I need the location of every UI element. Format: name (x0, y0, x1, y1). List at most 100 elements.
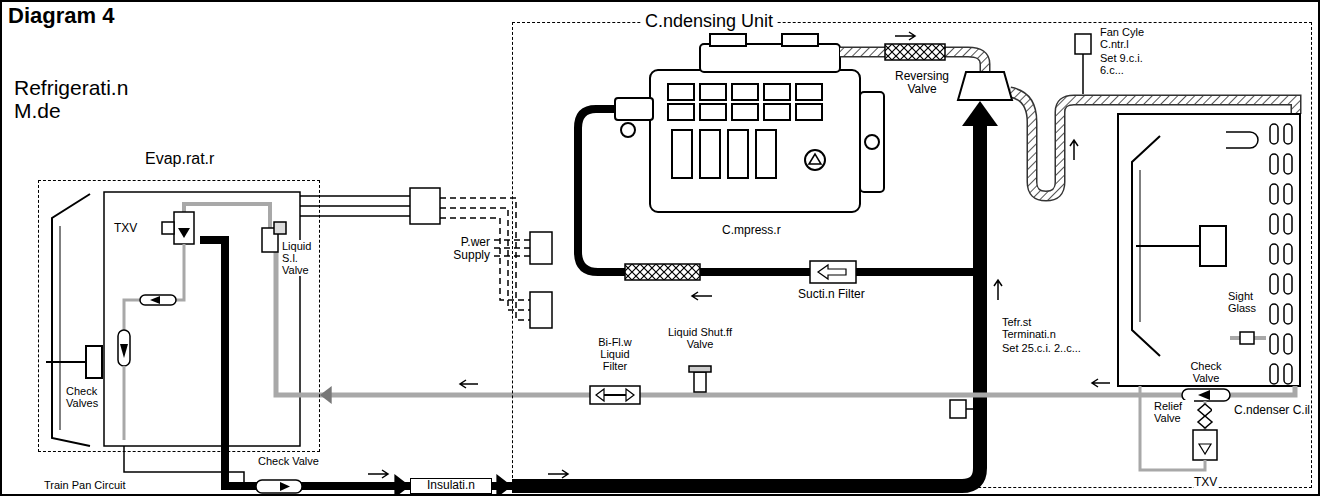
control-name: Tefr.st Terminati.n (1002, 316, 1082, 340)
condenser-drawing (1270, 274, 1278, 294)
evaporator-drawing (256, 480, 302, 493)
hot-gas-pipe (1010, 92, 1296, 196)
condenser-drawing (1270, 124, 1292, 384)
box-label: Insulati.n (427, 479, 475, 492)
compressor-drawing (764, 84, 790, 100)
evaporator-drawing (118, 330, 130, 366)
condenser-drawing (1200, 226, 1226, 266)
condenser-drawing (1270, 304, 1278, 324)
compressor-drawing (700, 104, 726, 120)
pipe-connector (492, 474, 512, 496)
part-name: C.ndenser C.il (1212, 404, 1310, 417)
compressor-drawing (796, 104, 822, 120)
compressor-drawing (782, 34, 818, 46)
condenser-drawing (1284, 214, 1292, 234)
flow-arrow (1070, 140, 1078, 160)
liquid-line (966, 408, 973, 410)
liquid-line (950, 400, 966, 418)
condenser-drawing (1284, 184, 1292, 204)
part-name: Check Valves (66, 385, 102, 409)
compressor-drawing (764, 104, 790, 120)
power-wiring (530, 232, 552, 264)
evaporator-drawing (46, 361, 86, 363)
liquid-line (1198, 404, 1212, 416)
hot-gas-pipe (1010, 92, 1296, 196)
flow-arrow (460, 380, 478, 388)
liquid-line (1140, 386, 1205, 470)
condenser-drawing (1270, 244, 1278, 264)
liquid-line (1198, 416, 1212, 428)
arrow-head (496, 474, 512, 496)
condenser-drawing (1284, 274, 1292, 294)
liquid-line (590, 386, 640, 404)
compressor-drawing (809, 154, 821, 164)
condenser-drawing (1284, 154, 1292, 174)
setting-note: Set 25.c.i. 2..c... (1002, 342, 1082, 354)
part-name: Liquid Shut.ff Valve (668, 326, 732, 350)
suction-main-pipe (962, 101, 998, 126)
compressor-drawing (621, 123, 635, 137)
condenser-drawing (1270, 364, 1278, 384)
part-name: Sight Glass (1228, 290, 1268, 314)
compressor-drawing (668, 84, 694, 100)
pipe-line (225, 452, 410, 486)
condenser-drawing (1284, 124, 1292, 144)
suction-main-pipe (810, 261, 856, 283)
evaporator-drawing (184, 204, 270, 228)
compressor-drawing (672, 130, 692, 178)
region-heading: C.ndensing Unit (641, 11, 777, 31)
flow-arrow (368, 470, 388, 478)
condenser-drawing (1270, 184, 1278, 204)
compressor-drawing (700, 44, 840, 72)
part-name: TXV (1194, 476, 1217, 489)
liquid-line (596, 389, 604, 401)
power-label: P.wer Supply (436, 236, 490, 262)
condenser-drawing (1226, 132, 1258, 148)
pipe-line (320, 393, 512, 398)
liquid-line (604, 394, 626, 396)
liquid-line (689, 366, 711, 372)
part-name: Bi-Fl.w Liquid Filter (589, 336, 641, 372)
condenser-drawing (1284, 334, 1292, 354)
evaporator-box: Evap.rat.r (38, 180, 320, 452)
part-name: Check Valve (258, 455, 319, 467)
flow-arrow (1092, 379, 1110, 387)
suction-main-pipe (512, 101, 998, 486)
condenser-drawing (1270, 214, 1278, 234)
condenser-drawing (1284, 244, 1292, 264)
part-name: Liquid S.l. Valve (282, 240, 318, 276)
part-name: C.mpress.r (722, 224, 781, 237)
condenser-drawing (1284, 304, 1292, 324)
evaporator-drawing (86, 346, 102, 378)
evaporator-drawing (120, 344, 128, 358)
part-name: Train Pan Circuit (44, 479, 126, 491)
part-name: Reversing Valve (888, 70, 956, 96)
arrow-head (320, 386, 332, 404)
evaporator-drawing (123, 366, 126, 440)
power-wiring (300, 188, 552, 328)
hot-gas-pipe (1075, 34, 1091, 54)
flow-arrow (368, 32, 1110, 478)
condenser-drawing (1136, 245, 1200, 247)
liquid-line (512, 366, 1295, 470)
setting-note: Set 9.c.i. 6.c... (1100, 52, 1162, 76)
compressor-drawing (728, 130, 748, 178)
mode-heading: Refrigerati.n M.de (14, 76, 154, 122)
compressor-drawing (732, 84, 758, 100)
hot-gas-pipe (958, 72, 1012, 100)
liquid-line (1193, 430, 1217, 460)
part-name: Relief Valve (1154, 400, 1194, 424)
power-wiring (410, 188, 440, 224)
evaporator-drawing (46, 192, 320, 493)
suction-main-pipe (625, 264, 700, 280)
control-name: Fan Cyle C.ntr.l (1100, 26, 1162, 50)
evaporator-drawing (150, 296, 160, 304)
power-wiring (530, 292, 552, 328)
liquid-line (626, 389, 634, 401)
power-wiring (300, 196, 410, 216)
flow-arrow (548, 470, 568, 478)
condenser-drawing (1118, 114, 1300, 386)
compressor-drawing (615, 98, 653, 120)
